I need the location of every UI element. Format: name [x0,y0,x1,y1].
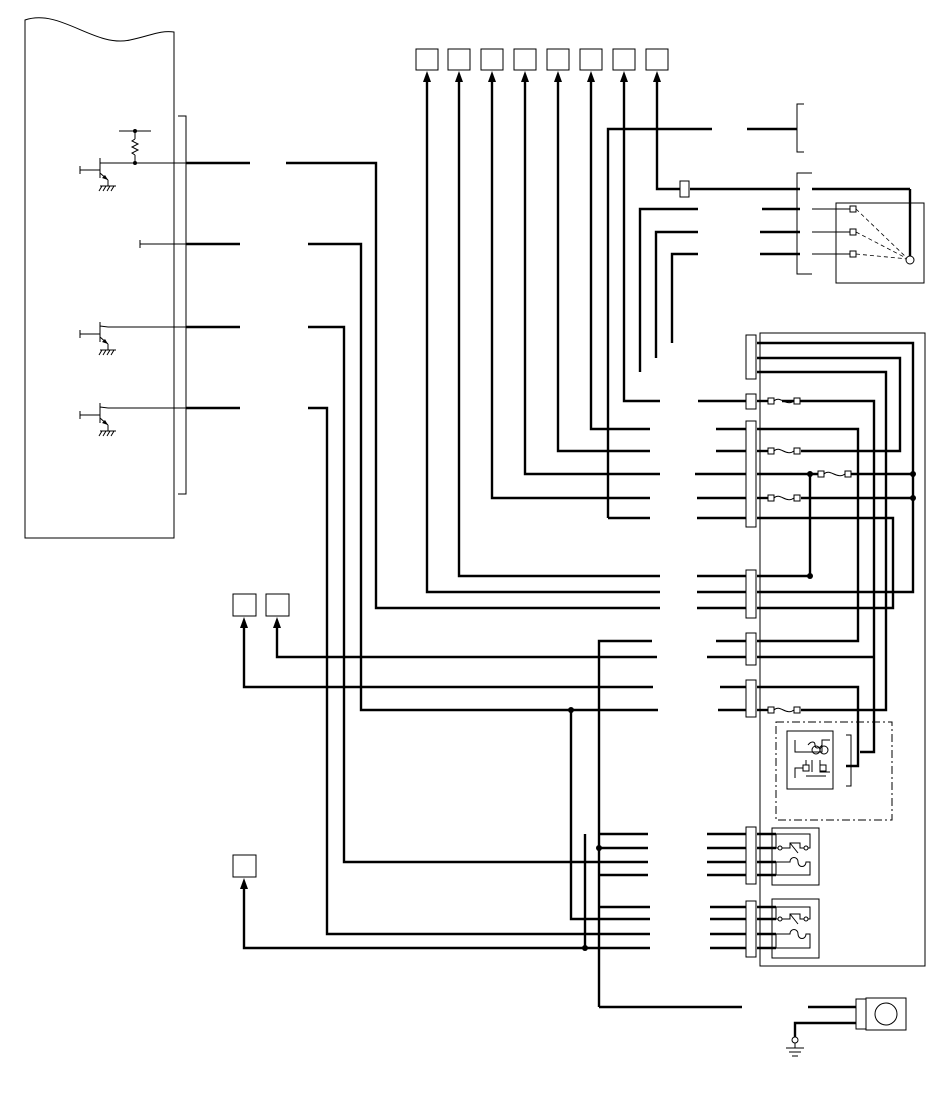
relay-icon [771,898,820,959]
left-terminal-3 [232,854,257,878]
fuse-icon [767,447,801,455]
transistor-3 [79,403,186,437]
top-terminal-6 [579,48,603,71]
top-terminal-2 [447,48,471,71]
fuses [767,397,852,714]
transistor-2 [79,322,186,356]
ground-icon [786,1036,804,1057]
transistor-1 [79,129,186,192]
top-terminal-4 [513,48,537,71]
left-terminal-2 [265,593,290,617]
inline-connector [679,180,690,198]
wiring-harness [186,82,916,1038]
relay-icon [775,721,893,821]
top-terminal-8 [645,48,669,71]
connectors [679,103,867,1030]
motor-icon [865,997,907,1031]
left-terminal-1 [232,593,257,617]
fuse-icon [767,494,801,502]
top-terminal-1 [415,48,439,71]
relay-icon [771,827,820,886]
control-module [24,17,187,539]
fuse-icon [767,397,801,405]
top-terminal-7 [612,48,636,71]
junction-block [759,332,926,967]
fuse-icon [817,470,852,478]
top-terminal-5 [546,48,570,71]
left-terminals [232,593,290,889]
rotary-switch-icon [812,187,925,284]
top-terminal-row [415,48,669,82]
top-terminal-3 [480,48,504,71]
fuse-icon [767,706,801,714]
